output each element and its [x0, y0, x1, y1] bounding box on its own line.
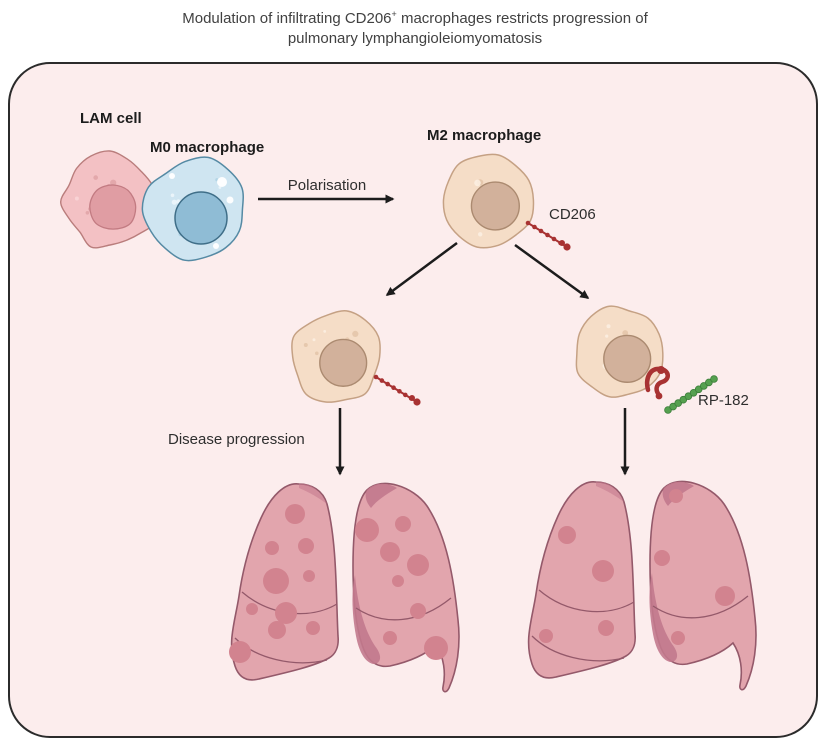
- m2-derived-macrophage-right: [575, 305, 664, 398]
- treated-lungs: [527, 480, 757, 691]
- label-m0-macrophage: M0 macrophage: [150, 139, 265, 156]
- cd206-receptor-left-macrophage: [373, 374, 421, 406]
- figure-title-line2: pulmonary lymphangioleiomyomatosis: [287, 30, 543, 48]
- label-lam-cell: LAM cell: [80, 110, 142, 127]
- diseased-lungs: [229, 482, 460, 693]
- branch-arrow-left: [385, 241, 458, 297]
- lam-cell-illustration: [59, 150, 160, 249]
- m2-macrophage-illustration: [442, 153, 535, 249]
- figure-title: Modulation of infiltrating CD206+ macrop…: [0, 8, 830, 50]
- label-rp182: RP-182: [698, 392, 749, 409]
- label-m2-macrophage: M2 macrophage: [427, 127, 542, 144]
- label-polarisation: Polarisation: [287, 177, 367, 194]
- label-cd206: CD206: [549, 206, 596, 223]
- figure-title-line1: Modulation of infiltrating CD206+ macrop…: [182, 9, 648, 27]
- branch-arrow-right: [514, 243, 590, 300]
- m0-macrophage-illustration: [141, 156, 244, 262]
- m2-derived-macrophage-left: [291, 310, 381, 403]
- cd206-receptor-bound: [644, 366, 670, 400]
- cd206-receptor: [525, 220, 571, 251]
- label-disease-progression: Disease progression: [168, 431, 305, 448]
- rp182-molecule: [664, 375, 718, 414]
